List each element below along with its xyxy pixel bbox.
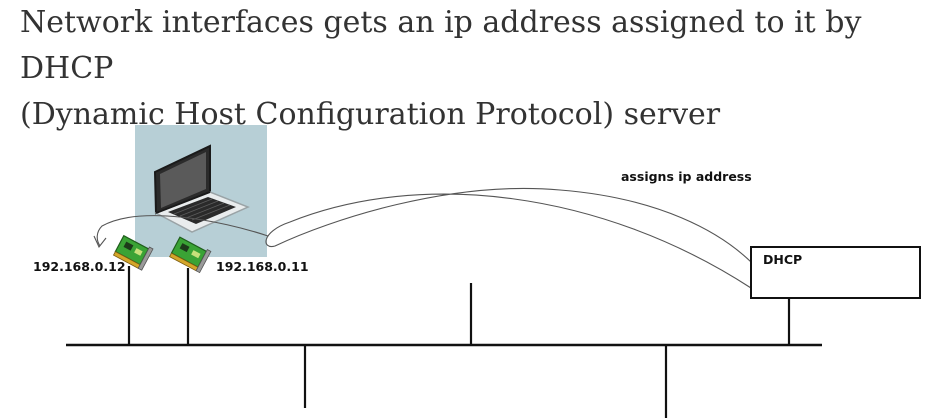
laptop-icon: [135, 125, 267, 257]
dhcp-server-box: [750, 246, 921, 299]
assign-ip-arrow: [93, 187, 752, 289]
arrow-label: assigns ip address: [621, 169, 752, 184]
network-cables: [127, 266, 791, 418]
article-heading: Network interfaces gets an ip address as…: [20, 0, 930, 138]
nic-left-ip-label: 192.168.0.12: [33, 259, 126, 274]
nic-right-ip-label: 192.168.0.11: [216, 259, 309, 274]
dhcp-label: DHCP: [763, 252, 802, 267]
heading-line-1: Network interfaces gets an ip address as…: [20, 5, 862, 86]
network-card-icon: [169, 236, 212, 274]
network-card-icon: [112, 234, 154, 271]
